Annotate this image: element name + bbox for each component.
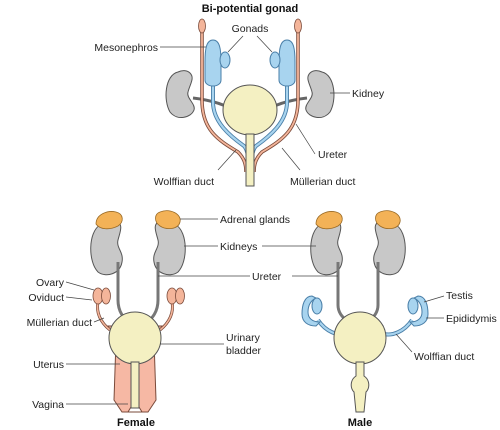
left-epididymis [301,295,322,327]
bladder-label-line1: Urinary [226,332,261,344]
male-left-adrenal [315,211,343,230]
leader-testis [423,295,445,303]
right-duct-tip [294,18,302,34]
right-epididymis [408,295,429,327]
leader-ovary [65,281,95,291]
right-oviduct-fill [159,301,174,331]
left-gonad [219,51,231,69]
right-testis [407,297,419,315]
diagram-title: Bi-potential gonad [202,3,299,15]
urethra [245,133,255,187]
uterus-label: Uterus [33,359,64,371]
male-right-ureter [366,262,380,324]
female-left-adrenal [95,211,123,230]
center-ureter-label: Ureter [252,271,282,283]
female-right-ureter [146,262,160,324]
kidneys-label: Kidneys [220,241,257,253]
right-mullerian-duct-fill [253,30,299,173]
testis-label: Testis [446,290,473,302]
kidney-label: Kidney [352,88,385,100]
top-wolffian-label: Wolffian duct [154,176,214,188]
ovary-label: Ovary [36,277,65,289]
male-urethra [350,361,370,413]
bipotential-gonad-figure: Bi-potential gonad [94,3,384,188]
male-right-adrenal [375,210,401,230]
leader-wolffian [217,149,237,171]
left-oviduct-fill [96,301,111,331]
top-mullerian-label: Müllerian duct [290,176,355,188]
gonads-label: Gonads [232,23,269,35]
female-urethra [130,361,140,409]
leader-gonads-left [227,35,244,53]
vagina-label: Vagina [32,399,64,411]
female-caption: Female [117,417,155,429]
bladder [222,84,278,136]
female-right-adrenal [155,210,181,230]
top-ureter-label: Ureter [318,149,348,161]
left-ovary-2 [101,287,111,305]
female-mullerian-label: Müllerian duct [27,317,92,329]
left-mullerian-duct-fill [201,30,247,173]
mesonephros-label: Mesonephros [94,42,158,54]
male-wolffian-label: Wolffian duct [414,351,474,363]
right-kidney [305,70,335,118]
bladder-label-line2: bladder [226,345,262,357]
leader-gonads-right [256,35,273,53]
right-gonad [269,51,281,69]
right-mesonephros [278,39,296,87]
right-ovary-2 [175,287,185,305]
left-kidney [165,70,195,118]
leader-oviduct [65,296,93,301]
leader-ureter [295,123,316,155]
male-bladder [333,311,387,365]
adrenal-label: Adrenal glands [220,214,290,226]
male-left-ureter [336,262,350,324]
oviduct-label: Oviduct [28,292,64,304]
leader-female-mullerian [93,317,105,323]
left-testis [311,297,323,315]
male-caption: Male [348,417,372,429]
male-figure: Testis Epididymis Wolffian duct Male [301,210,497,429]
female-figure: Ovary Oviduct Müllerian duct Uterus Vagi… [27,210,186,429]
epididymis-label: Epididymis [446,313,497,325]
female-bladder [108,311,162,365]
left-duct-tip [198,18,206,34]
leader-male-wolffian [395,333,413,353]
left-mesonephros [204,39,222,87]
leader-mullerian [281,147,301,171]
shared-labels: Adrenal glands Kidneys Ureter Urinary bl… [158,214,338,357]
